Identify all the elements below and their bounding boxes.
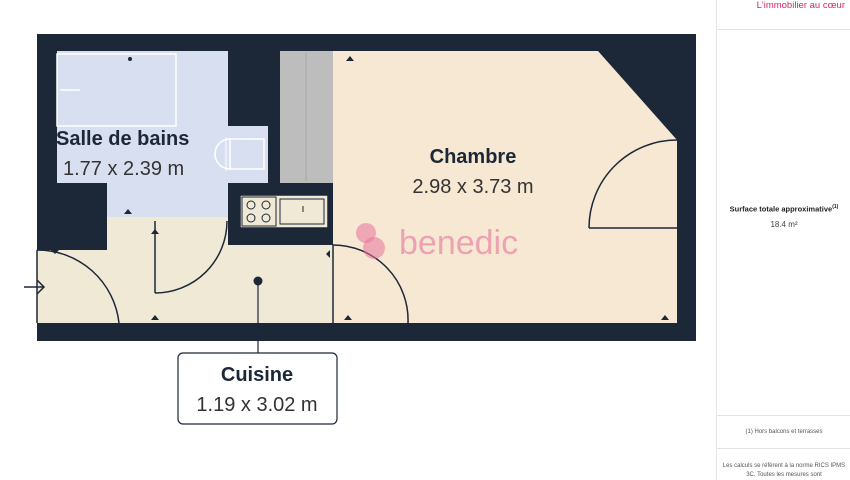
surface-value: 18.4 m² [770,220,798,229]
footnote: (1) Hors balcons et terrasses [745,429,823,435]
kitchen-name: Cuisine [221,364,293,386]
bathroom-dims: 1.77 x 2.39 m [63,158,184,180]
bedroom-name: Chambre [430,146,517,168]
sink [279,198,325,225]
kitchen-callout-box [177,352,338,425]
surface-label: Surface totale approximative(1) [729,204,839,214]
bathroom-name: Salle de bains [56,128,189,150]
kitchen-dims: 1.19 x 3.02 m [196,394,317,416]
entry-arrow-icon [24,279,46,295]
brand-tagline: L'immobilier au cœur [756,0,845,11]
door-swings [36,139,678,324]
door-markers [51,56,669,320]
floor-plan: benedic Salle de bains 1.77 x 2.39 m Cha… [24,34,696,425]
info-sidebar: L'immobilier au cœur Surface totale appr… [716,0,850,480]
bedroom-dims: 2.98 x 3.73 m [412,176,533,198]
watermark-text: benedic [399,224,518,262]
cooktop [241,196,277,227]
toilet [229,138,265,170]
surface-note-mark: (1) [832,204,839,210]
brand-watermark: benedic [356,223,518,262]
bedroom-floor [333,51,677,323]
calc-note: Les calculs se réfèrent à la norme RICS … [722,463,846,478]
